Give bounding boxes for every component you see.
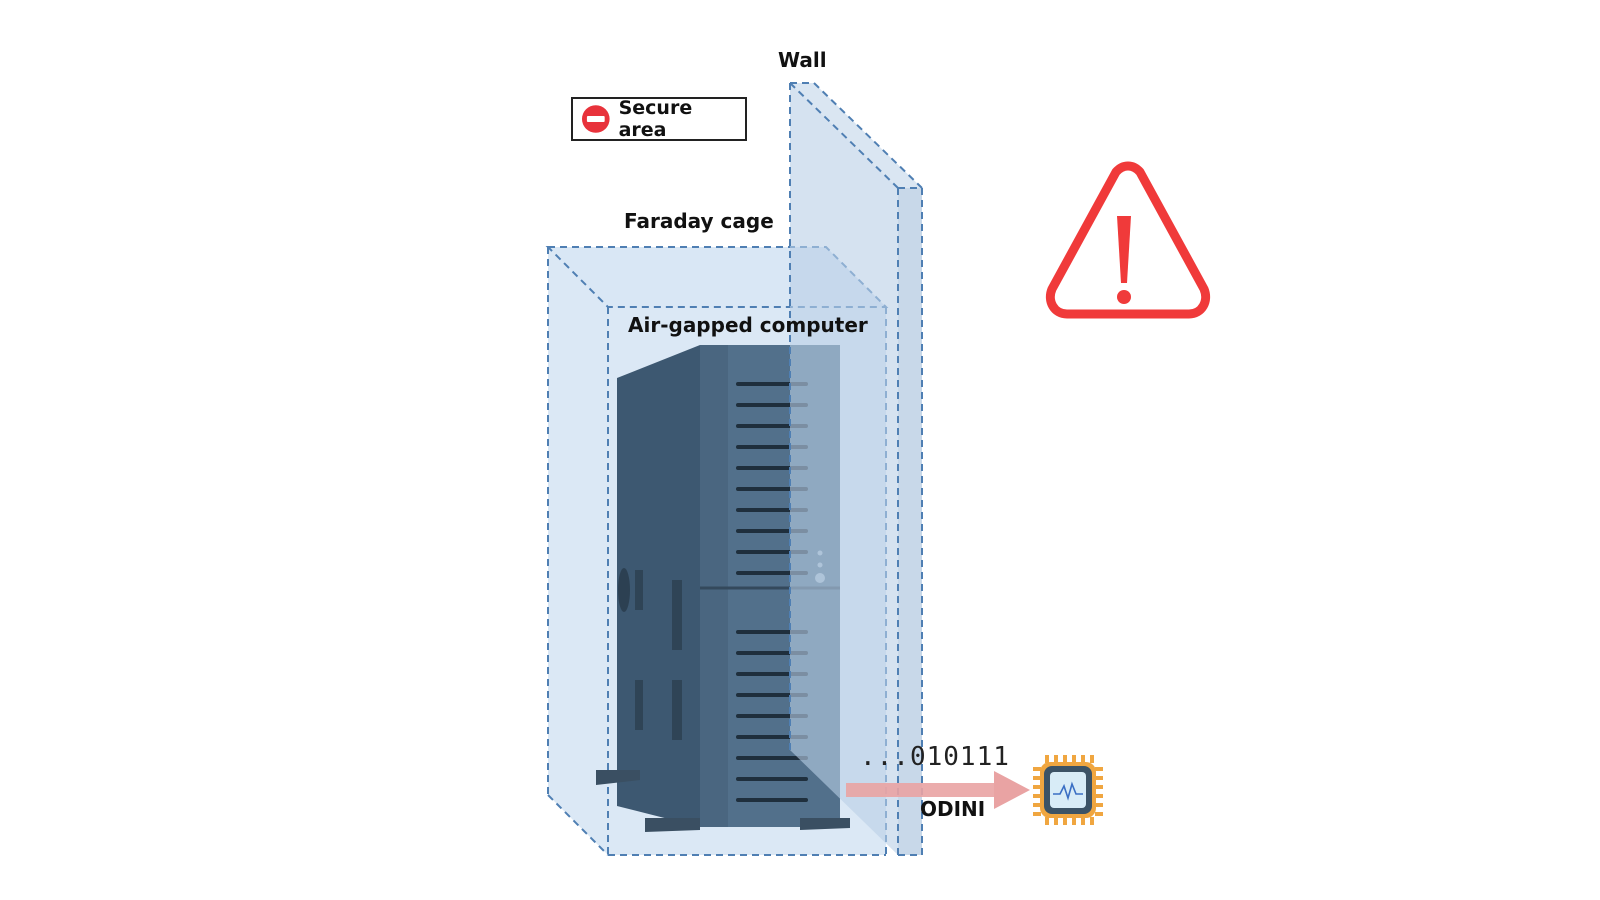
wall-edge [898,188,922,855]
chip-pin [1090,755,1094,763]
air-gapped-computer-label: Air-gapped computer [628,313,868,337]
chip-pin [1095,767,1103,771]
chip-icon [1033,755,1103,825]
chip-pin [1033,776,1041,780]
wall [789,82,923,856]
chip-pin [1033,812,1041,816]
chip-pin [1081,817,1085,825]
tower-foot [596,770,640,785]
secure-area-box: Secure area [571,97,747,141]
exclamation-bar [1117,216,1131,283]
chip-pin [1072,817,1076,825]
chip-pin [1033,785,1041,789]
wall-label: Wall [778,48,827,72]
bits-label: ...010111 [860,742,1010,772]
no-entry-icon [581,105,610,133]
secure-area-label: Secure area [618,97,693,141]
chip-pin [1033,803,1041,807]
odini-label: ODINI [920,797,986,821]
faraday-cage-label: Faraday cage [624,209,774,233]
chip-pin [1095,812,1103,816]
chip-pin [1054,817,1058,825]
chip-pin [1081,755,1085,763]
transmission-arrow [846,771,1030,809]
chip-pin [1095,776,1103,780]
warning-icon [1045,161,1211,319]
chip-pin [1095,785,1103,789]
chip-pin [1054,755,1058,763]
exclamation-dot [1117,290,1131,304]
chip-pin [1063,817,1067,825]
chip-pin [1072,755,1076,763]
chip-pin [1095,794,1103,798]
chip-pin [1063,755,1067,763]
chip-pin [1033,794,1041,798]
chip-pin [1095,803,1103,807]
wall-face [790,83,898,855]
chip-pin [1045,817,1049,825]
chip-pin [1045,755,1049,763]
chip-pin [1090,817,1094,825]
chip-pin [1033,767,1041,771]
